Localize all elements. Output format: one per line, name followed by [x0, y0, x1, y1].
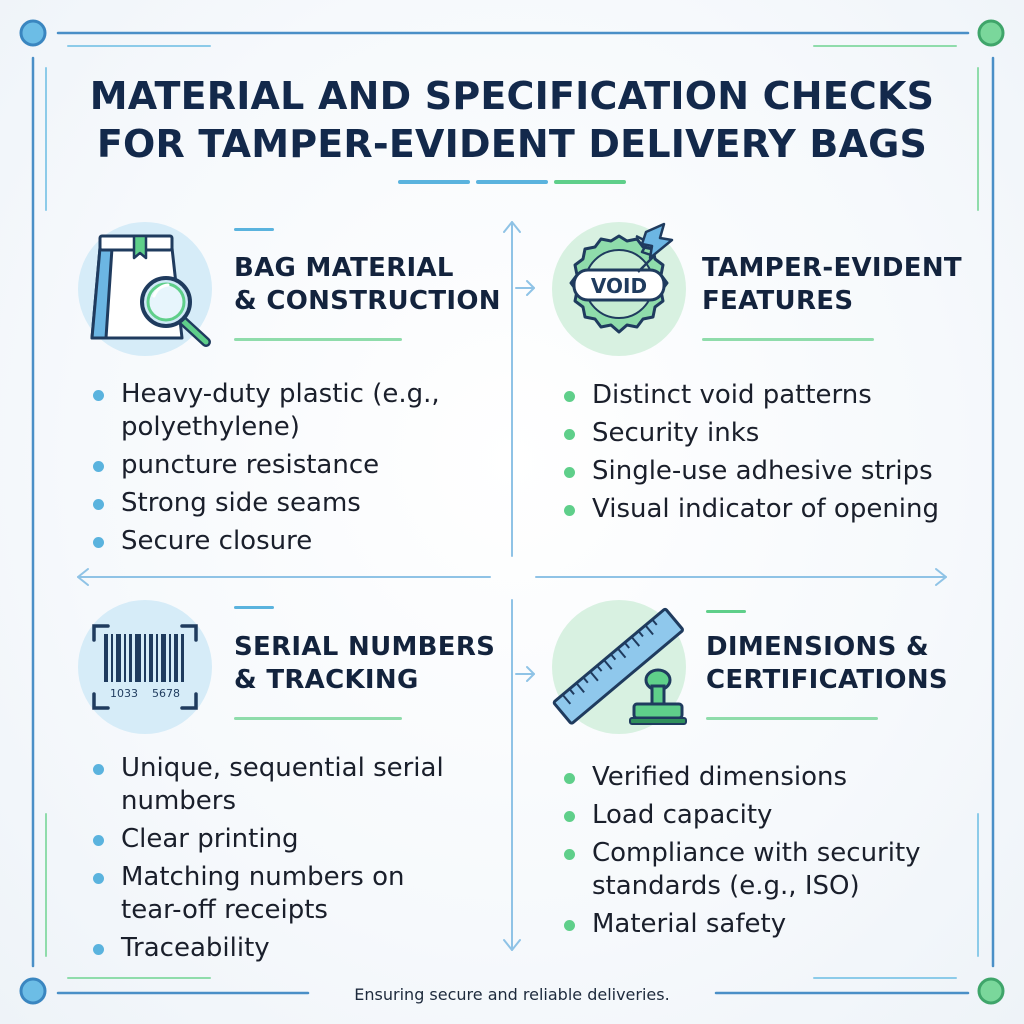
bullet-dot	[93, 390, 104, 401]
title-accent-blue	[398, 180, 470, 184]
page-title: MATERIAL AND SPECIFICATION CHECKS FOR TA…	[40, 72, 984, 168]
heading-serial-numbers: SERIAL NUMBERS & TRACKING	[234, 631, 495, 697]
bullet-dot	[564, 505, 575, 516]
bullet-dot	[93, 835, 104, 846]
title-line-1: MATERIAL AND SPECIFICATION CHECKS	[89, 74, 935, 118]
list-item-text: Heavy-duty plastic (e.g.,	[121, 379, 440, 409]
void-text: VOID	[591, 274, 647, 298]
heading-bag-material: BAG MATERIAL & CONSTRUCTION	[234, 252, 501, 318]
list-item-text: Material safety	[592, 909, 787, 939]
list-item: Single-use adhesive strips	[564, 455, 939, 488]
heading-dimensions: DIMENSIONS & CERTIFICATIONS	[706, 631, 948, 697]
list-item-text: standards (e.g., ISO)	[592, 871, 860, 901]
heading-underline	[702, 338, 874, 341]
list-item-text: polyethylene)	[121, 412, 300, 442]
list-item-text: Load capacity	[592, 800, 773, 830]
footer-tagline: Ensuring secure and reliable deliveries.	[354, 985, 670, 1004]
heading-underline	[234, 338, 402, 341]
list-item-text: Single-use adhesive strips	[592, 456, 933, 486]
bag-magnifier-icon	[78, 222, 212, 356]
bullet-dot	[564, 920, 575, 931]
list-item-text: Visual indicator of opening	[592, 494, 940, 524]
bullet-dot	[564, 773, 575, 784]
list-item: puncture resistance	[93, 449, 440, 482]
list-item-text: Compliance with security	[592, 838, 921, 868]
bullet-dot	[564, 467, 575, 478]
barcode-text-right: 5678	[152, 687, 180, 700]
heading-accent	[234, 228, 274, 231]
heading-underline	[234, 717, 402, 720]
bullet-dot	[93, 944, 104, 955]
bullet-dot	[93, 461, 104, 472]
list-item-text: Unique, sequential serial	[121, 753, 444, 783]
heading-line-1: TAMPER-EVIDENT	[702, 253, 962, 283]
list-item-text: numbers	[121, 786, 237, 816]
title-line-2: FOR TAMPER-EVIDENT DELIVERY BAGS	[96, 122, 928, 166]
void-seal-icon: VOID	[552, 222, 686, 356]
list-item-text: tear-off receipts	[121, 895, 328, 925]
list-item-text: Secure closure	[121, 526, 313, 556]
bullet-dot	[564, 811, 575, 822]
bullet-dot	[93, 499, 104, 510]
bullet-dot	[93, 764, 104, 775]
heading-line-1: DIMENSIONS &	[706, 632, 929, 662]
list-item: Verified dimensions	[564, 761, 921, 794]
list-item: Clear printing	[93, 823, 444, 856]
list-item: Secure closure	[93, 525, 440, 558]
list-item-text: Strong side seams	[121, 488, 361, 518]
list-item: Traceability	[93, 932, 444, 965]
list-item: Visual indicator of opening	[564, 493, 939, 526]
bullet-dot	[93, 537, 104, 548]
heading-line-1: SERIAL NUMBERS	[234, 632, 496, 662]
barcode-text-left: 1033	[110, 687, 138, 700]
title-accent-blue-2	[476, 180, 548, 184]
list-item: Distinct void patterns	[564, 379, 939, 412]
ruler-stamp-icon	[552, 600, 687, 734]
list-item: Strong side seams	[93, 487, 440, 520]
list-item: Heavy-duty plastic (e.g.,polyethylene)	[93, 378, 440, 444]
list-item: Material safety	[564, 908, 921, 941]
heading-line-1: BAG MATERIAL	[234, 253, 454, 283]
title-accent-green	[554, 180, 626, 184]
bullet-dot	[564, 429, 575, 440]
list-item-text: Security inks	[592, 418, 760, 448]
heading-line-2: FEATURES	[702, 286, 854, 316]
list-item: Security inks	[564, 417, 939, 450]
heading-line-2: & TRACKING	[234, 665, 419, 695]
barcode-icon: 1033 5678	[78, 600, 212, 734]
list-item-text: Clear printing	[121, 824, 299, 854]
heading-underline	[706, 717, 878, 720]
bullet-dot	[564, 391, 575, 402]
list-item-text: Matching numbers on	[121, 862, 405, 892]
list-item-text: Traceability	[121, 933, 270, 963]
heading-accent	[706, 610, 746, 613]
bullet-dot	[93, 873, 104, 884]
heading-line-2: & CONSTRUCTION	[234, 286, 501, 316]
heading-accent	[234, 606, 274, 609]
list-item-text: Verified dimensions	[592, 762, 848, 792]
bag-material-list: Heavy-duty plastic (e.g.,polyethylene) pu…	[93, 378, 440, 563]
list-item: Load capacity	[564, 799, 921, 832]
list-item-text: Distinct void patterns	[592, 380, 872, 410]
bullet-dot	[564, 849, 575, 860]
heading-line-2: CERTIFICATIONS	[706, 665, 948, 695]
list-item-text: puncture resistance	[121, 450, 380, 480]
heading-tamper-evident: TAMPER-EVIDENT FEATURES	[702, 252, 962, 318]
